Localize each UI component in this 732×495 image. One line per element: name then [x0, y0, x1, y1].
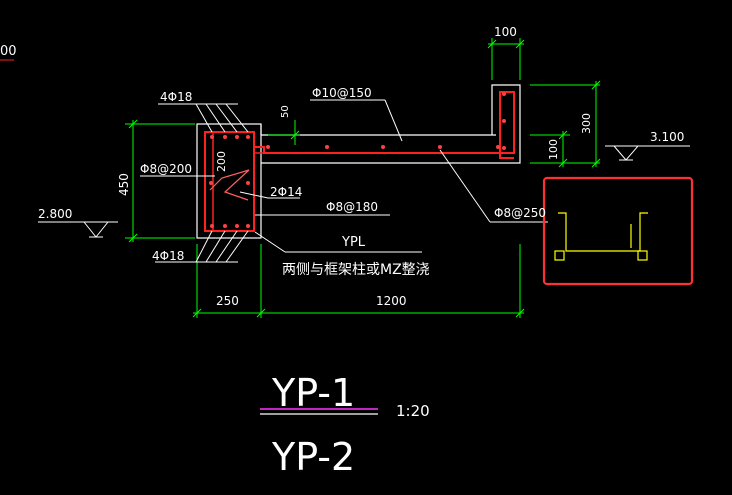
bar-top-label: Φ10@150 [312, 86, 372, 100]
stirrup-label: Φ8@200 [140, 162, 192, 176]
beam-height-dim: 450 [117, 173, 131, 196]
dim-100-right: 100 [547, 139, 560, 160]
dim-top-width: 100 [494, 25, 517, 39]
dim-50: 50 [280, 105, 291, 118]
beam-outline [196, 84, 521, 239]
construction-note: 两侧与框架柱或MZ整浇 [282, 262, 430, 278]
dim-250: 250 [216, 294, 239, 308]
elevation-left: 2.800 [38, 207, 72, 221]
beam-bottom-rebar: 4Φ18 [152, 249, 184, 263]
dim-300: 300 [580, 113, 593, 134]
dimension-lines [125, 38, 601, 318]
title-scale: 1:20 [396, 402, 430, 420]
title-yp2: YP-2 [271, 435, 355, 479]
beam-top-rebar: 4Φ18 [160, 90, 192, 104]
top-left-fragment: 00 [0, 44, 17, 59]
inner-200: 200 [215, 151, 228, 172]
leader-lines [140, 99, 548, 263]
bar-2phi14: 2Φ14 [270, 185, 302, 199]
dim-1200: 1200 [376, 294, 407, 308]
title-yp1: YP-1 [271, 371, 355, 415]
stirrup-detail [554, 212, 648, 261]
elevation-right: 3.100 [650, 130, 684, 144]
highlight-box[interactable] [542, 176, 694, 286]
beam-name: YPL [341, 235, 366, 250]
bar-phi8-180: Φ8@180 [326, 200, 378, 214]
rebar-dots [209, 92, 506, 228]
elevation-marker-left [38, 221, 118, 238]
bar-phi8-250: Φ8@250 [494, 206, 546, 220]
elevation-marker-right [605, 145, 690, 161]
